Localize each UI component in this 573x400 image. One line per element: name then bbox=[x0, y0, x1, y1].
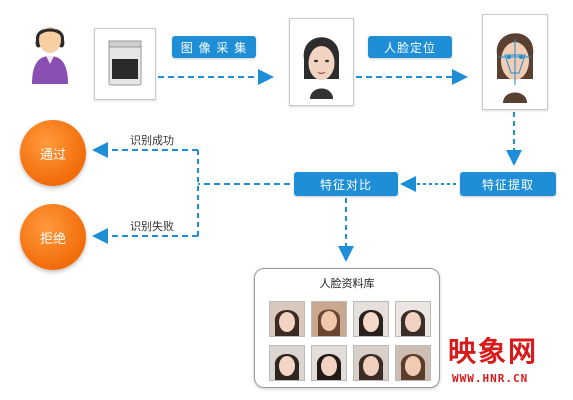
scanner-icon bbox=[108, 40, 142, 86]
database-face-thumb bbox=[353, 345, 389, 381]
database-title: 人脸资料库 bbox=[319, 277, 375, 290]
database-face-thumb bbox=[311, 301, 347, 337]
database-face-thumb bbox=[269, 301, 305, 337]
pass-node: 通过 bbox=[20, 120, 86, 186]
success-label: 识别成功 bbox=[130, 134, 174, 147]
reject-node: 拒绝 bbox=[20, 204, 86, 270]
capture-label: 图 像 采 集 bbox=[172, 36, 256, 58]
located-face-card bbox=[482, 14, 548, 110]
database-face-thumb bbox=[269, 345, 305, 381]
database-face-thumb bbox=[395, 345, 431, 381]
person-icon bbox=[32, 27, 68, 84]
watermark-brand: 映象网 bbox=[448, 335, 539, 368]
watermark-url: WWW.HNR.CN bbox=[452, 372, 529, 385]
compare-label: 特征对比 bbox=[294, 172, 398, 196]
face-card bbox=[289, 18, 354, 106]
extract-label: 特征提取 bbox=[460, 172, 556, 196]
locate-label: 人脸定位 bbox=[368, 36, 452, 58]
scanner-card bbox=[94, 28, 156, 100]
database-face-thumb bbox=[311, 345, 347, 381]
face-icon bbox=[303, 37, 340, 99]
face-database: 人脸资料库 bbox=[254, 268, 440, 388]
database-face-thumb bbox=[353, 301, 389, 337]
database-face-thumb bbox=[395, 301, 431, 337]
fail-label: 识别失败 bbox=[130, 220, 174, 233]
face-locating-icon bbox=[496, 33, 534, 103]
